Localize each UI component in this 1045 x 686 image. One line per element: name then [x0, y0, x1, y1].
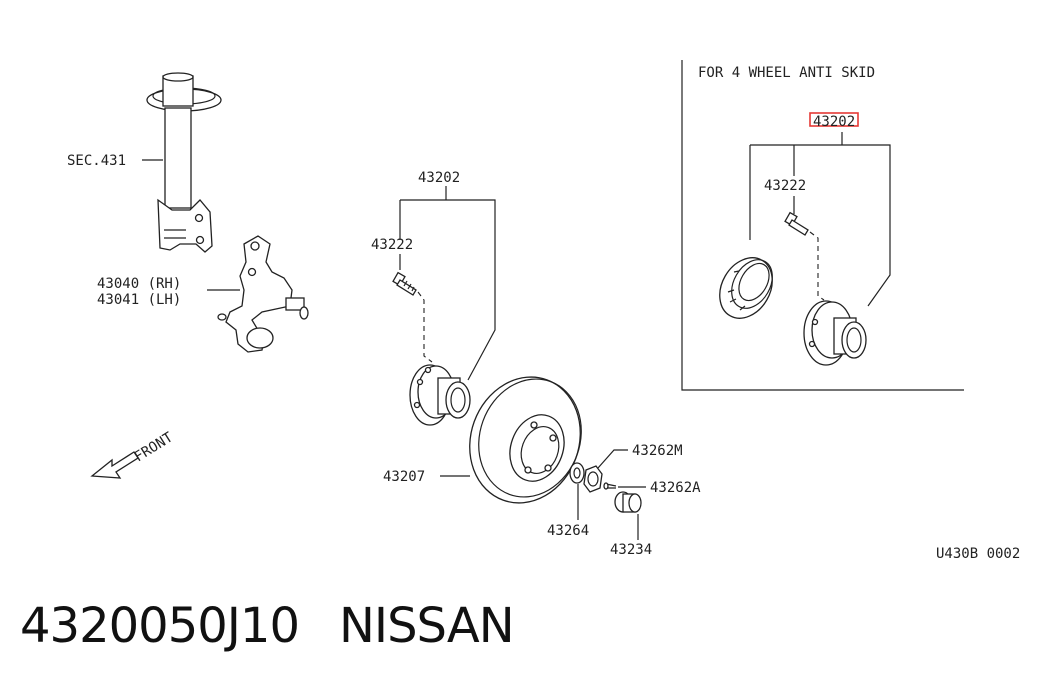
label-hub-nut: 43262M	[632, 443, 683, 459]
label-front: FRONT	[132, 429, 177, 465]
label-knuckle-lh: 43041 (LH)	[97, 292, 181, 308]
label-inset-hub-bolt: 43222	[764, 178, 806, 194]
inset-anti-skid	[681, 60, 964, 391]
label-grease-cap: 43234	[610, 542, 652, 558]
label-rotor: 43207	[383, 469, 425, 485]
hub-bolt	[392, 271, 417, 296]
label-cotter-pin: 43262A	[650, 480, 701, 496]
wheel-hub	[409, 364, 471, 426]
part-title: 4320050J10 NISSAN	[20, 598, 515, 654]
inset-title: FOR 4 WHEEL ANTI SKID	[698, 65, 875, 81]
label-hub-bolt: 43222	[371, 237, 413, 253]
inset-wheel-hub	[803, 300, 867, 366]
label-inset-hub-assy: 43202	[813, 114, 855, 130]
label-sec-431: SEC.431	[67, 153, 126, 169]
brand-name: NISSAN	[339, 598, 515, 654]
label-knuckle-rh: 43040 (RH)	[97, 276, 181, 292]
grease-cap	[614, 491, 642, 513]
inset-hub-bolt	[784, 211, 809, 236]
strut-assembly	[146, 72, 222, 253]
washer	[569, 462, 585, 484]
front-arrow-icon	[90, 451, 139, 479]
hub-nut	[583, 465, 603, 493]
part-number: 4320050J10	[20, 598, 300, 654]
steering-knuckle	[217, 235, 309, 353]
label-hub-assy: 43202	[418, 170, 460, 186]
cotter-pin	[603, 482, 617, 490]
highlight-box	[809, 112, 859, 127]
label-washer: 43264	[547, 523, 589, 539]
brake-rotor	[469, 376, 582, 504]
diagram-code: U430B 0002	[936, 546, 1020, 562]
sensor-ring	[719, 257, 773, 319]
